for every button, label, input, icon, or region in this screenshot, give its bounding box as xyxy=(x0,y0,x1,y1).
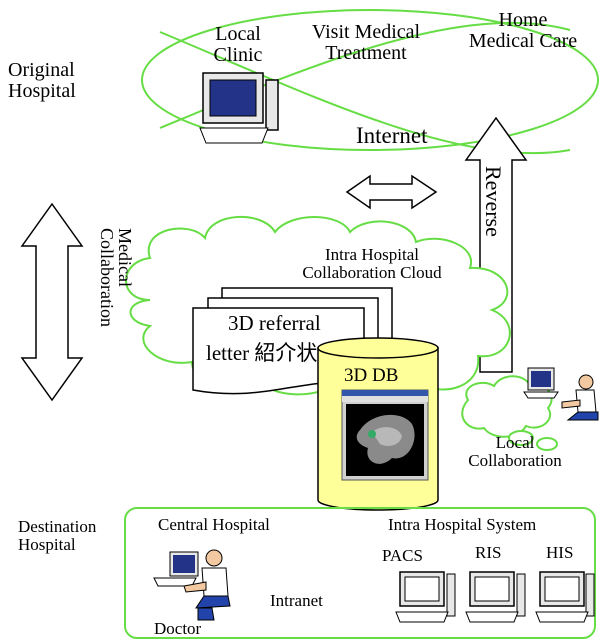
internet-cloud-double-arrow xyxy=(345,174,438,210)
medical-collaboration-arrow xyxy=(20,202,84,402)
local-clinic-label: Local Clinic xyxy=(213,23,263,66)
his-computer-icon xyxy=(535,571,595,623)
internet-ellipse-cross-a xyxy=(159,31,571,155)
internet-label: Internet xyxy=(356,123,428,148)
home-medical-label: Home Medical Care xyxy=(468,9,578,52)
his-label: HIS xyxy=(546,543,574,562)
intranet-box xyxy=(124,507,596,639)
local-collab-person-icon xyxy=(523,367,599,421)
doctor-label: Doctor xyxy=(154,619,202,638)
visit-medical-label: Visit Medical Treatment xyxy=(311,21,421,64)
doctor-icon xyxy=(153,549,231,621)
intra-system-label: Intra Hospital System xyxy=(388,515,537,534)
medical-collaboration-label: Medical Collaboration xyxy=(97,228,135,327)
referral-line2: letter 紹介状 xyxy=(206,341,318,365)
pacs-computer-icon xyxy=(395,571,456,623)
internet-ellipse-outer xyxy=(141,9,599,151)
reverse-label: Reverse xyxy=(481,166,506,237)
original-hospital-label: Original Hospital xyxy=(8,59,76,102)
pacs-label: PACS xyxy=(382,546,423,565)
db-label: 3D DB xyxy=(344,365,399,386)
db-viewer-screen xyxy=(341,389,429,481)
intranet-label: Intranet xyxy=(270,591,323,610)
destination-hospital-label: Destination Hospital xyxy=(18,517,97,554)
local-collaboration-label: Local Collaboration xyxy=(468,433,562,470)
ris-computer-icon xyxy=(465,571,526,623)
referral-line1: 3D referral xyxy=(228,311,321,335)
cloud-label: Intra Hospital Collaboration Cloud xyxy=(302,245,442,282)
local-clinic-computer-icon xyxy=(199,72,279,144)
ris-label: RIS xyxy=(475,543,502,562)
local-collaboration-bubbles xyxy=(461,375,558,451)
central-hospital-label: Central Hospital xyxy=(158,515,270,534)
